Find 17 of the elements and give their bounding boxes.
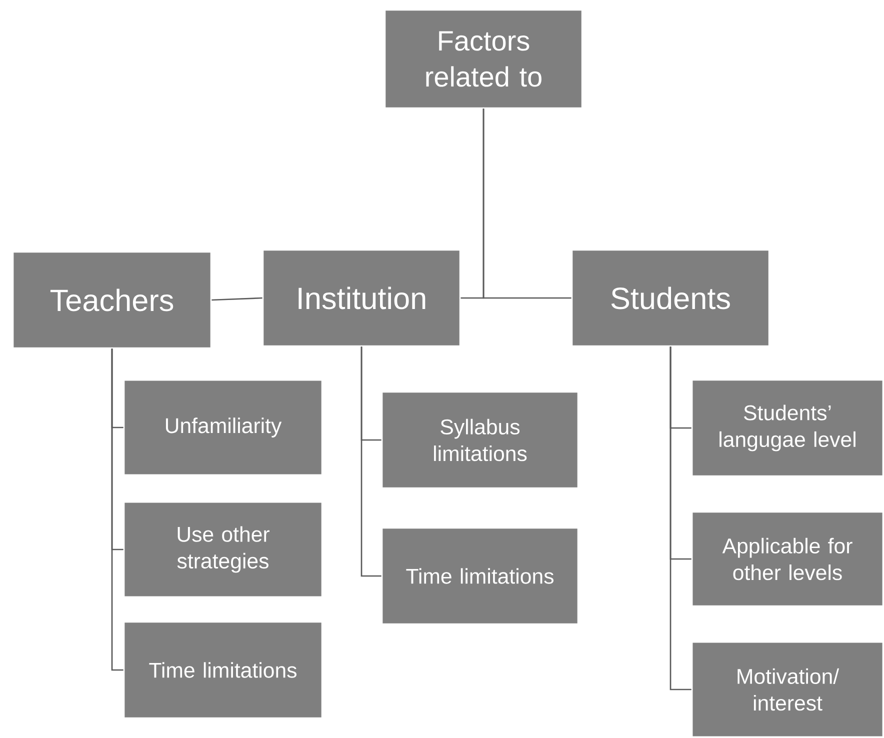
- connector-line: [482, 108, 572, 299]
- item-box: Students’ langugae level: [691, 379, 884, 477]
- connector-line: [111, 348, 124, 671]
- category-box: Students: [571, 249, 770, 347]
- item-box: Unfamiliarity: [123, 379, 323, 476]
- title-box: Factors related to: [384, 9, 583, 109]
- item-box: Applicable for other levels: [691, 511, 884, 607]
- item-box: Use other strategies: [123, 501, 323, 598]
- item-box: Time limitations: [123, 621, 323, 719]
- category-box: Teachers: [12, 251, 212, 349]
- connector-line: [670, 346, 692, 690]
- item-box: Time limitations: [381, 527, 579, 625]
- category-box: Institution: [262, 249, 461, 347]
- item-box: Motivation/ interest: [691, 641, 884, 738]
- connector-line: [212, 297, 262, 301]
- item-box: Syllabus limitations: [381, 391, 579, 489]
- connector-line: [360, 346, 382, 577]
